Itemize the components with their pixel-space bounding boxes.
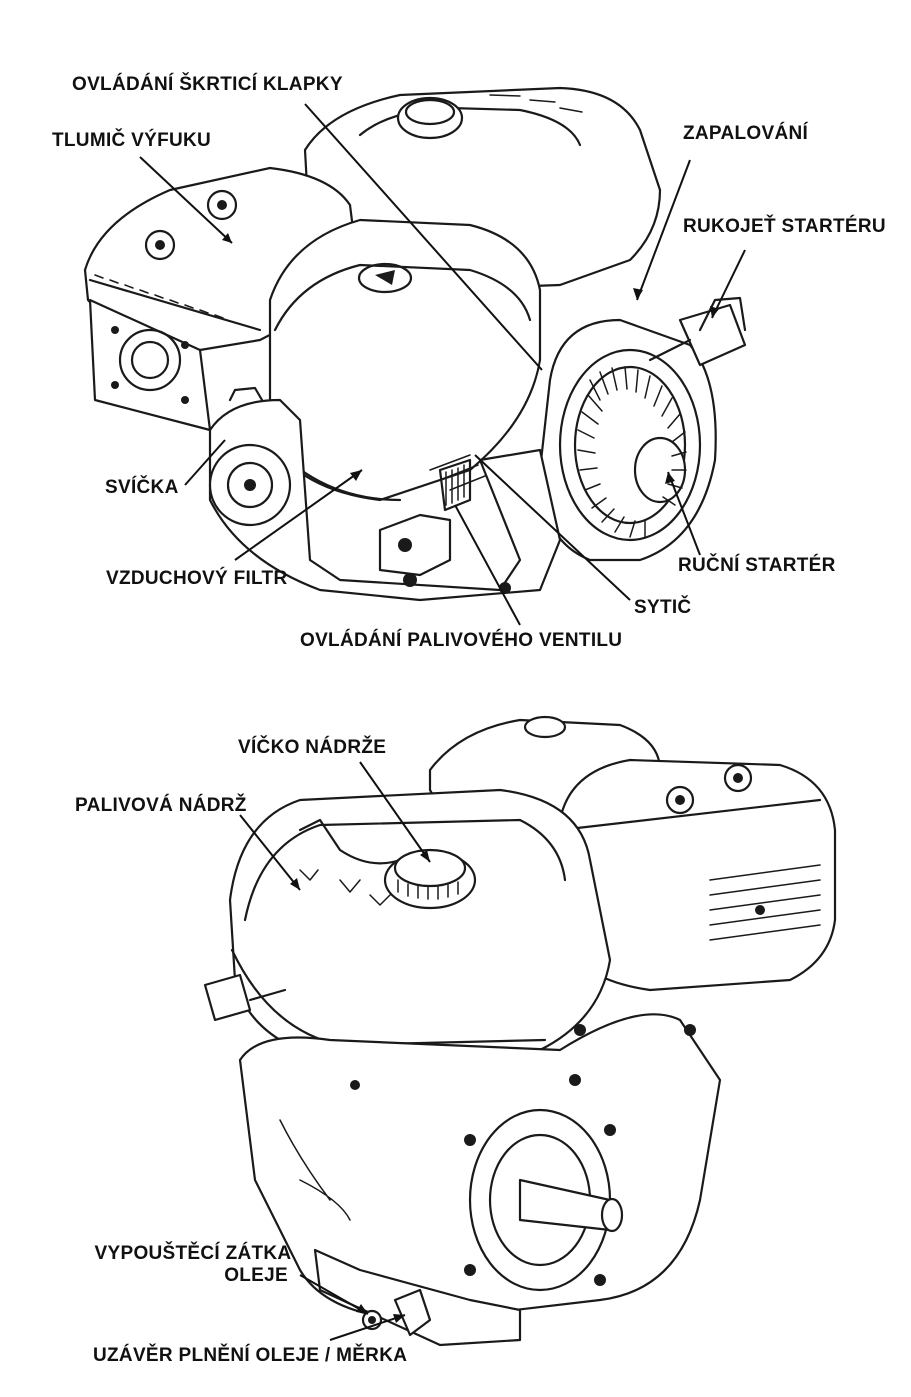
muffler-bottom-view xyxy=(558,758,837,992)
drain-plug-label: VYPOUŠTĚCÍ ZÁTKA OLEJE xyxy=(78,1243,308,1287)
oil-filler-label: UZÁVĚR PLNĚNÍ OLEJE / MĚRKA xyxy=(93,1345,408,1366)
fuel-tank-arrowhead xyxy=(290,878,300,890)
starter-grip-arrowhead xyxy=(710,306,719,318)
recoil-starter-top-view xyxy=(538,318,717,562)
fuel-cap-label: VÍČKO NÁDRŽE xyxy=(238,737,387,758)
fuel-cap-bottom-view xyxy=(383,848,477,910)
air-filter-label: VZDUCHOVÝ FILTR xyxy=(106,568,288,589)
ignition-label: ZAPALOVÁNÍ xyxy=(683,123,809,144)
recoil-starter-arrowhead xyxy=(665,472,675,484)
drain-plug-leader-line xyxy=(299,1274,369,1315)
throttle-control-label: OVLÁDÁNÍ ŠKRTICÍ KLAPKY xyxy=(72,74,343,95)
starter-grip-top-view xyxy=(648,296,747,367)
starter-grip-label: RUKOJEŤ STARTÉRU xyxy=(683,216,886,237)
drain-plug-label-line2: OLEJE xyxy=(224,1265,288,1286)
air-cleaner-top-view xyxy=(266,218,542,502)
muffler-leader-line xyxy=(139,156,233,244)
choke-label: SYTIČ xyxy=(634,597,692,618)
air-filter-arrowhead xyxy=(350,470,362,481)
muffler-arrowhead xyxy=(222,233,232,243)
fuel-tank-leader-line xyxy=(239,814,301,891)
recoil-starter-leader-line xyxy=(667,471,701,556)
fuel-cap-leader-line xyxy=(359,761,431,863)
ignition-arrowhead xyxy=(633,288,643,300)
fuel-valve-label: OVLÁDÁNÍ PALIVOVÉHO VENTILU xyxy=(300,630,623,651)
fuel-valve-leader-line xyxy=(454,504,521,626)
spark-plug-label: SVÍČKA xyxy=(105,477,179,498)
drain-plug-label-line1: VYPOUŠTĚCÍ ZÁTKA xyxy=(94,1243,292,1264)
oil-filler-leader-line xyxy=(329,1314,406,1341)
oil-filler-arrowhead xyxy=(393,1314,405,1323)
air-filter-leader-line xyxy=(234,469,363,561)
recoil-starter-label: RUČNÍ STARTÉR xyxy=(678,555,836,576)
drain-plug-arrowhead xyxy=(356,1304,368,1314)
muffler-label: TLUMIČ VÝFUKU xyxy=(52,130,212,151)
crankcase-top-view xyxy=(208,386,562,602)
choke-leader-line xyxy=(474,454,631,601)
throttle-leader-line xyxy=(304,103,543,371)
spark-plug-leader-line xyxy=(184,439,226,486)
fuel-cap-arrowhead xyxy=(420,850,430,862)
fuel-tank-label: PALIVOVÁ NÁDRŽ xyxy=(75,795,247,816)
starter-grip-leader-line xyxy=(711,249,746,319)
ignition-leader-line xyxy=(636,159,691,301)
